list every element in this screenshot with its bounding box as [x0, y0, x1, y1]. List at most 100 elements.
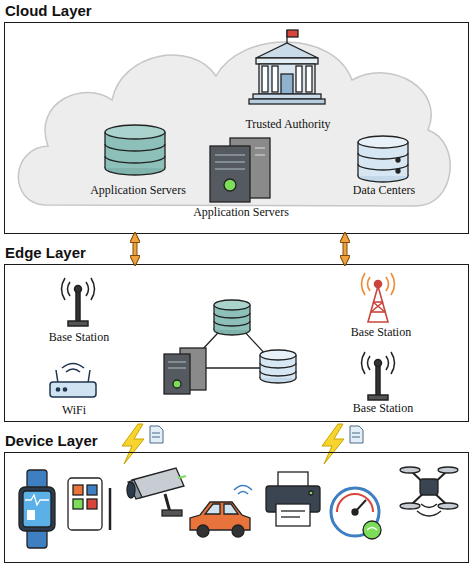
document-icon-part — [350, 426, 363, 443]
smartwatch-icon-part — [27, 510, 35, 520]
icon-label: Application Servers — [68, 183, 208, 198]
cell-tower-icon-part — [391, 273, 395, 295]
smart-meter-icon-part — [363, 521, 381, 539]
printer-icon-part — [281, 516, 300, 517]
cell-tower-icon-part — [362, 273, 366, 295]
antenna-icon — [362, 352, 395, 400]
tablet-icon-part — [73, 485, 83, 495]
authority-building-icon-part — [287, 30, 298, 37]
server-tower-icon-part — [224, 179, 236, 191]
smartwatch-icon-part — [25, 495, 49, 505]
wifi-router-icon-part — [56, 370, 58, 383]
printer-icon-part — [276, 504, 310, 526]
document-icon-part — [152, 437, 160, 438]
authority-building-icon-part — [306, 66, 312, 92]
camera-icon-part — [178, 476, 186, 478]
database-stack-icon-part — [105, 156, 165, 163]
drone-icon-part — [438, 467, 458, 473]
node-label: WiFi — [4, 403, 144, 418]
car-icon — [190, 486, 252, 538]
cell-tower-icon-part — [375, 281, 382, 288]
data-center-icon-part — [358, 136, 408, 148]
drone-icon-part — [438, 503, 458, 509]
camera-icon-part — [162, 510, 182, 516]
data-center-icon-part — [396, 158, 400, 162]
database-stack-icon-part — [164, 132, 165, 168]
edge-network-icon-part — [214, 321, 250, 326]
node-label: Base Station — [313, 401, 453, 416]
authority-building-icon-part — [262, 66, 268, 92]
smart-meter-icon — [331, 488, 381, 539]
cell-tower-icon-part — [373, 302, 385, 312]
server-tower-icon-part — [215, 161, 245, 162]
drone-icon-part — [420, 479, 438, 495]
icon-label: Trusted Authority — [218, 117, 358, 132]
printer-icon — [266, 472, 320, 526]
wifi-router-icon-part — [62, 364, 84, 369]
edge-network-icon-part — [214, 313, 250, 318]
cell-tower-icon — [362, 273, 395, 322]
wifi-router-icon-part — [66, 369, 80, 372]
database-stack-icon-part — [105, 125, 165, 139]
camera-icon-part — [127, 482, 135, 498]
document-icon — [150, 426, 363, 443]
cloud-shape — [18, 42, 450, 206]
document-icon-part — [352, 437, 360, 438]
drone-icon-part — [400, 467, 420, 473]
drone-icon-part — [417, 511, 441, 516]
cloud-shape-part — [18, 42, 450, 206]
antenna-icon-part — [386, 356, 389, 370]
document-icon-part — [152, 433, 160, 434]
edge-network-icon-part — [213, 305, 214, 330]
data-center-icon-part — [358, 153, 408, 159]
cell-tower-icon-part — [371, 302, 383, 312]
printer-icon-part — [309, 491, 313, 495]
antenna-icon-part — [91, 278, 95, 300]
camera-icon-part — [128, 480, 142, 499]
authority-building-icon-part — [256, 43, 318, 58]
document-icon-part — [352, 433, 360, 434]
cell-tower-icon-part — [371, 311, 385, 313]
drone-icon — [400, 467, 458, 516]
cell-tower-icon-part — [386, 277, 389, 291]
wifi-router-icon-part — [88, 370, 90, 383]
smartwatch-icon-part — [19, 487, 55, 531]
node-label: Application Servers — [68, 183, 208, 198]
edge-network-icon-part — [260, 350, 296, 360]
icon-label: Base Station — [9, 330, 149, 345]
icon-label: Application Servers — [171, 205, 311, 220]
layer-heading: Edge Layer — [5, 244, 86, 261]
server-tower-icon-part — [210, 146, 250, 202]
car-icon-part — [205, 504, 220, 514]
wifi-router-icon-part — [56, 388, 59, 391]
arrow-shaft — [134, 234, 137, 264]
double-arrow — [135, 234, 136, 264]
antenna-icon-part — [362, 352, 366, 374]
node-label: Base Station — [9, 330, 149, 345]
edge-network-icon-part — [249, 305, 250, 330]
icon-label: WiFi — [4, 403, 144, 418]
camera-icon — [127, 468, 186, 516]
server-tower-icon-part — [255, 147, 265, 148]
server-tower-icon-part — [215, 154, 245, 155]
car-icon-part — [232, 525, 244, 537]
smartwatch-icon — [19, 470, 55, 548]
data-center-icon — [358, 136, 408, 182]
antenna-icon-part — [368, 356, 371, 370]
edge-network-icon-part — [168, 367, 186, 368]
drone-icon-part — [412, 472, 446, 504]
layer-heading: Device Layer — [5, 432, 98, 449]
document-icon-part — [150, 426, 163, 443]
edge-network-icon-part — [214, 300, 250, 310]
wifi-router-icon-part — [50, 382, 96, 397]
cell-tower-icon-part — [368, 277, 371, 291]
antenna-icon-part — [375, 360, 382, 367]
node-label: Data Centers — [314, 183, 454, 198]
authority-building-icon-part — [281, 74, 293, 94]
node-label: Trusted Authority — [218, 117, 358, 132]
edge-network-icon-part — [259, 355, 260, 378]
edge-network-icon — [164, 300, 296, 394]
antenna-icon-part — [391, 352, 395, 374]
tablet-icon-part — [109, 488, 112, 530]
